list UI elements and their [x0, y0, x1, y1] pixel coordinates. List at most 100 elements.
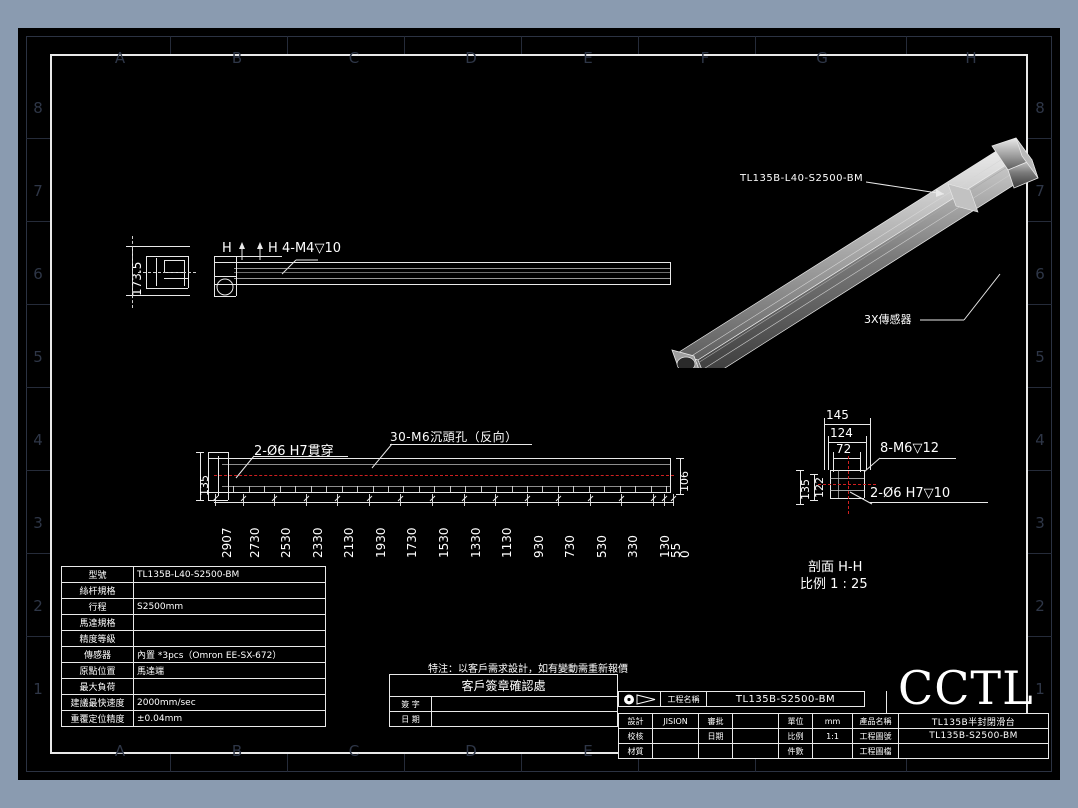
spec-row: 原點位置馬達端	[61, 662, 326, 679]
zone-row-8-left: 8	[33, 99, 43, 117]
dim-145-line	[824, 424, 870, 425]
dim-position-label: 530	[594, 535, 609, 558]
dim-extension-line	[558, 494, 559, 506]
dim-position-label: 1330	[468, 527, 483, 558]
title-block-value[interactable]	[732, 713, 779, 729]
dim-tick	[676, 458, 684, 459]
spec-value[interactable]	[133, 630, 326, 647]
zone-col-B-bottom: B	[231, 742, 243, 760]
plan-rail-bottom	[208, 492, 670, 493]
company-mark-icon	[618, 691, 661, 707]
dim-106-plan: 106	[678, 471, 691, 492]
dim-extension-line	[652, 494, 654, 506]
dim-extension-line	[431, 494, 433, 506]
end-view-outline	[146, 256, 188, 257]
hole-tick	[619, 486, 621, 492]
title-block-value[interactable]: mm	[812, 713, 853, 729]
title-block-value[interactable]	[652, 728, 699, 744]
zone-row-5-right: 5	[1035, 348, 1045, 366]
hole-tick	[557, 486, 559, 492]
title-block-label: 材質	[618, 743, 653, 759]
title-block-value[interactable]	[898, 743, 1049, 759]
isometric-model-label: TL135B-L40-S2500-BM	[740, 173, 864, 184]
hole-tick	[310, 486, 312, 492]
dim-145: 145	[826, 408, 849, 422]
plan-rail-right-end	[670, 458, 671, 493]
customer-note: 特注：以客戶需求設計，如有變動需重新報價	[428, 664, 628, 675]
zone-sep	[26, 221, 50, 222]
dim-tick	[196, 500, 204, 501]
cad-canvas[interactable]: A B C D E F G H A B C D E F G H 8 7 6 5 …	[18, 28, 1060, 780]
hole-tick	[496, 486, 498, 492]
spec-value[interactable]: ±0.04mm	[133, 710, 326, 727]
title-block-value[interactable]: JISION	[652, 713, 699, 729]
spec-value[interactable]	[133, 614, 326, 631]
zone-col-A-top: A	[114, 49, 126, 67]
dim-124-line	[828, 442, 866, 443]
dim-extension-line	[664, 494, 666, 506]
sign-value[interactable]	[431, 696, 618, 712]
zone-sep	[404, 754, 405, 772]
title-block-value[interactable]	[652, 743, 699, 759]
project-name-label: 工程名稱	[660, 691, 707, 707]
zone-sep	[26, 470, 50, 471]
spec-value[interactable]	[133, 678, 326, 695]
zone-col-F-top: F	[700, 49, 710, 67]
note-2-dowel-through: 2-Ø6 H7貫穿	[254, 444, 334, 459]
title-block-value[interactable]	[812, 743, 853, 759]
date-value[interactable]	[431, 711, 618, 727]
spec-value[interactable]	[133, 582, 326, 599]
zone-sep	[755, 754, 756, 772]
dim-124: 124	[830, 426, 853, 440]
plan-rail-inner	[222, 486, 670, 487]
spec-value[interactable]: TL135B-L40-S2500-BM	[133, 566, 326, 583]
title-block-value[interactable]: TL135B-S2500-BM	[898, 728, 1049, 744]
hole-tick	[264, 486, 266, 492]
spec-key: 原點位置	[61, 662, 134, 679]
zone-sep	[906, 754, 907, 772]
project-name-value: TL135B-S2500-BM	[706, 691, 865, 707]
hole-tick	[248, 486, 250, 492]
end-view-detail	[164, 260, 165, 272]
hole-tick	[279, 486, 281, 492]
section-mark-H-left: H	[222, 241, 232, 256]
spec-key: 最大負荷	[61, 678, 134, 695]
hole-tick	[465, 486, 467, 492]
section-mark-H-right: H	[268, 241, 278, 256]
dim-line-106	[680, 458, 681, 494]
title-block-value[interactable]	[732, 743, 779, 759]
section-arrows	[239, 242, 263, 260]
rail-bottom-edge	[214, 284, 670, 285]
dim-position-label: 2130	[342, 527, 357, 558]
spec-value[interactable]: S2500mm	[133, 598, 326, 615]
section-caption-line2: 比例 1 : 25	[800, 577, 868, 592]
dim-tick	[196, 452, 204, 453]
zone-sep	[1028, 636, 1052, 637]
dim-ext-line	[126, 295, 190, 296]
spec-value[interactable]: 馬達端	[133, 662, 326, 679]
title-block-value[interactable]	[732, 728, 779, 744]
dim-72: 72	[836, 442, 852, 456]
title-block-value[interactable]: 1:1	[812, 728, 853, 744]
leader-8-M6	[863, 457, 881, 473]
dim-position-label: 0	[678, 550, 692, 558]
spec-key: 型號	[61, 566, 134, 583]
spec-key: 重覆定位精度	[61, 710, 134, 727]
title-block-value[interactable]: TL135B半封閉滑台	[898, 713, 1049, 729]
dim-extension-line	[400, 494, 402, 506]
customer-sign-header: 客戶簽章確認處	[389, 674, 618, 697]
dim-extension-line	[337, 494, 339, 506]
zone-sep	[287, 36, 288, 54]
zone-sep	[638, 754, 639, 772]
zone-sep	[26, 138, 50, 139]
spec-value[interactable]: 2000mm/sec	[133, 694, 326, 711]
zone-sep	[404, 36, 405, 54]
section-line	[224, 256, 282, 257]
motor-shaft-circle	[216, 278, 234, 296]
spec-value[interactable]: 內置 *3pcs（Omron EE-SX-672）	[133, 646, 326, 663]
spec-key: 馬達規格	[61, 614, 134, 631]
dim-extension-line	[589, 494, 591, 506]
